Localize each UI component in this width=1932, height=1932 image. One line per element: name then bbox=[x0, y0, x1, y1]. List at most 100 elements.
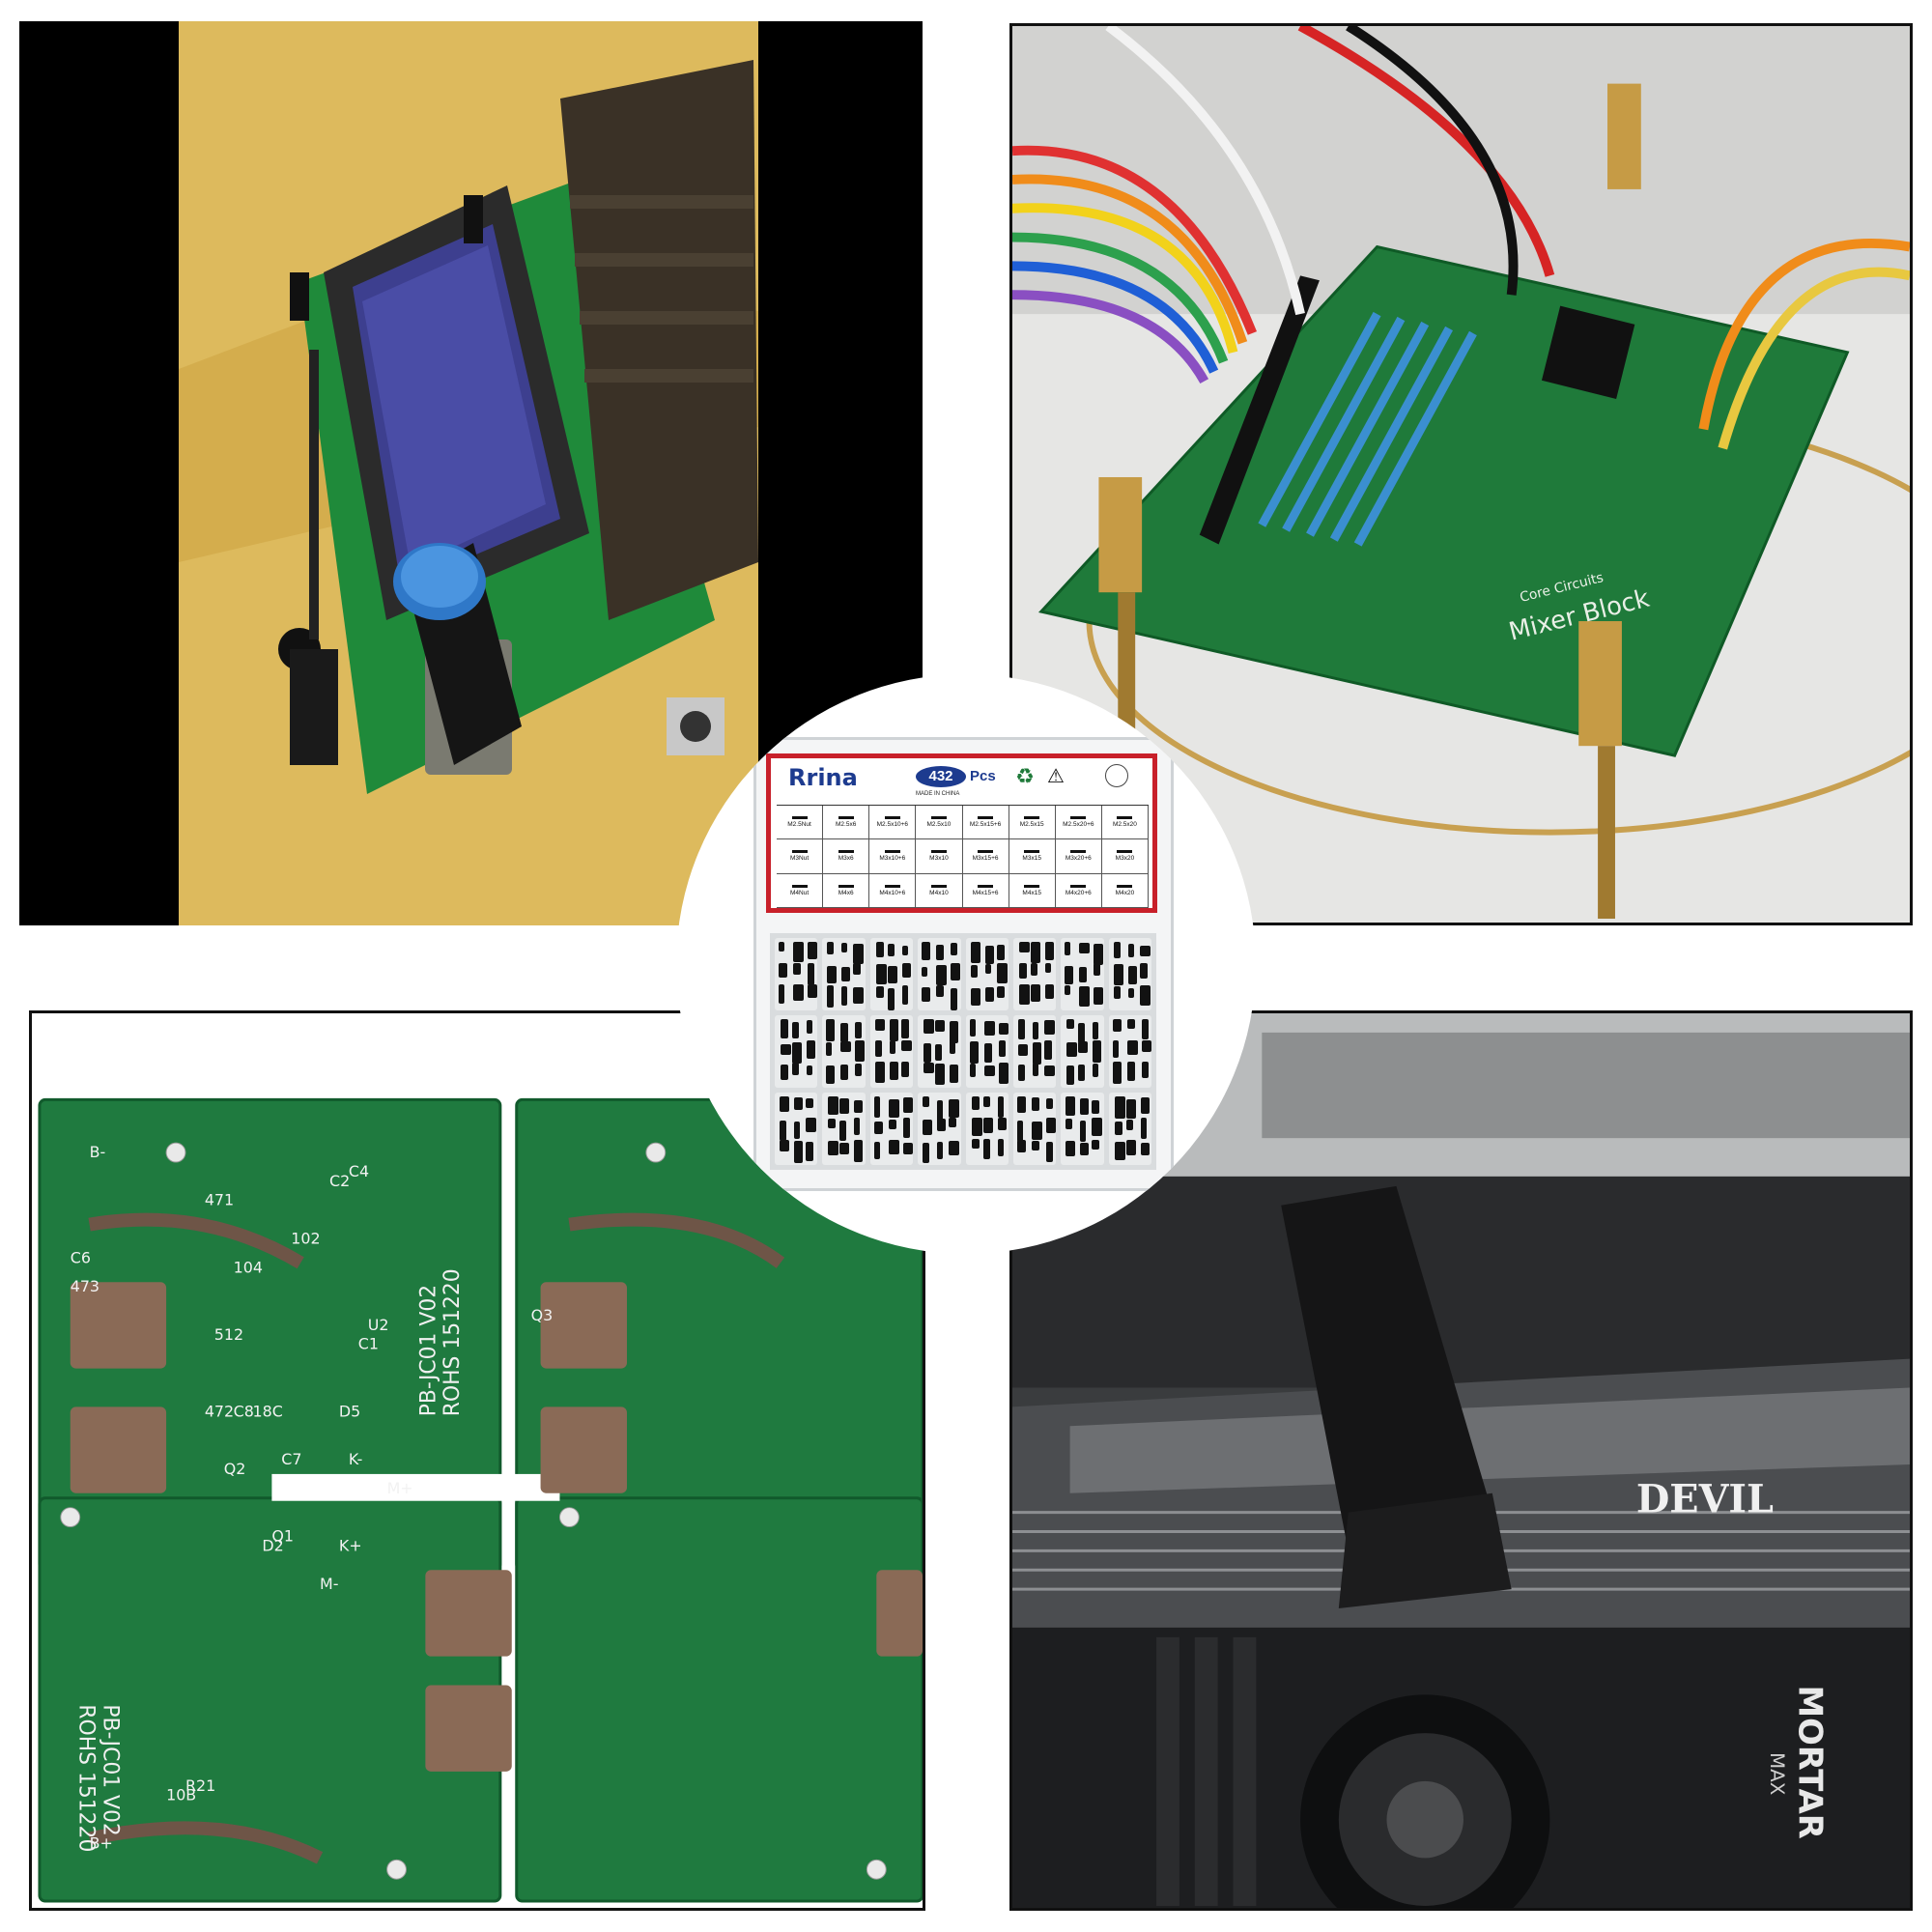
silkscreen-ref: C4 bbox=[349, 1162, 369, 1180]
tray-bin bbox=[1012, 1015, 1057, 1088]
silkscreen-ref: C7 bbox=[281, 1450, 301, 1468]
spec-cell: M3x6 bbox=[823, 839, 870, 874]
silkscreen-ref: Q2 bbox=[224, 1460, 246, 1478]
tray-bin bbox=[965, 1015, 1009, 1088]
spec-cell: M2.5x15+6 bbox=[962, 806, 1009, 840]
standoff-shape-icon bbox=[930, 884, 947, 888]
standoff-shape-icon bbox=[1070, 816, 1087, 820]
standoff-shape-icon bbox=[791, 850, 808, 854]
standoff-shape-icon bbox=[791, 884, 808, 888]
spec-cell: M3x15 bbox=[1009, 839, 1056, 874]
tray-bin bbox=[965, 938, 1009, 1010]
spec-cell: M2.5x15 bbox=[1009, 806, 1056, 840]
standoff-shape-icon bbox=[884, 884, 900, 888]
silkscreen-ref: B+ bbox=[90, 1833, 113, 1852]
silkscreen-ref: 10B bbox=[166, 1786, 196, 1804]
spec-cell: M4x15+6 bbox=[962, 873, 1009, 908]
tray-bin bbox=[822, 938, 866, 1010]
spec-cell: M3x10 bbox=[916, 839, 963, 874]
made-in-text: MADE IN CHINA bbox=[916, 791, 960, 797]
standoff-shape-icon bbox=[838, 816, 854, 820]
parts-tray bbox=[770, 933, 1156, 1170]
tray-bin bbox=[918, 938, 961, 1010]
standoff-shape-icon bbox=[791, 816, 808, 820]
tray-bin bbox=[965, 1093, 1009, 1165]
spec-label: M4x10+6 bbox=[879, 889, 906, 896]
tray-bin bbox=[1012, 1093, 1057, 1165]
tray-bin bbox=[1108, 1093, 1151, 1165]
standoff-shape-icon bbox=[1070, 850, 1087, 854]
spec-label: M2.5Nut bbox=[787, 821, 811, 829]
silkscreen-ref: C2 bbox=[329, 1172, 350, 1190]
standoff-shape-icon bbox=[1024, 816, 1040, 820]
spec-cell: M4Nut bbox=[777, 873, 824, 908]
silkscreen-ref: Q3 bbox=[531, 1306, 554, 1324]
silkscreen-ref: 472 bbox=[205, 1402, 234, 1420]
spec-cell: M3Nut bbox=[777, 839, 824, 874]
spec-cell: M3x20+6 bbox=[1055, 839, 1102, 874]
spec-cell: M2.5x10+6 bbox=[869, 806, 917, 840]
cooler-sub-text: MAX bbox=[1766, 1752, 1788, 1795]
spec-label: M4Nut bbox=[789, 889, 810, 896]
recycle-icon: ♻ bbox=[1015, 764, 1035, 788]
silkscreen-ref: 473 bbox=[71, 1277, 99, 1295]
cooler-label-text: MORTAR bbox=[1792, 1685, 1830, 1838]
spec-label: M2.5x20+6 bbox=[1063, 821, 1094, 829]
silkscreen-ref: Q1 bbox=[271, 1526, 294, 1545]
spec-cell: M4x10+6 bbox=[869, 873, 917, 908]
spec-label: M3Nut bbox=[789, 855, 810, 863]
standoff-shape-icon bbox=[838, 850, 854, 854]
spec-label: M4x15 bbox=[1022, 889, 1041, 896]
silkscreen-ref: D5 bbox=[339, 1402, 360, 1420]
tray-bin bbox=[775, 938, 818, 1010]
spec-label: M2.5x15+6 bbox=[969, 821, 1002, 829]
standoff-shape-icon bbox=[838, 884, 854, 888]
standoff-shape-icon bbox=[978, 850, 994, 854]
spec-label: M2.5x10+6 bbox=[876, 821, 908, 829]
piece-count-badge: 432 bbox=[916, 766, 966, 787]
spec-label: M2.5x6 bbox=[836, 821, 857, 829]
photo-lcd-module bbox=[19, 21, 923, 925]
tray-bin bbox=[869, 1093, 914, 1165]
spec-label: M4x15+6 bbox=[972, 889, 999, 896]
silkscreen-ref: K+ bbox=[339, 1536, 362, 1554]
tray-bin bbox=[1061, 938, 1104, 1010]
age-icon bbox=[1105, 764, 1128, 787]
tray-bin bbox=[1108, 938, 1151, 1010]
lcd-module-illustration bbox=[19, 21, 923, 925]
silkscreen-ref: K- bbox=[349, 1450, 362, 1468]
silkscreen-ref: M- bbox=[320, 1575, 338, 1593]
tray-bin bbox=[775, 1093, 818, 1165]
spec-cell: M4x6 bbox=[823, 873, 870, 908]
silkscreen-ref: U2 bbox=[368, 1316, 389, 1334]
spec-cell: M4x20+6 bbox=[1055, 873, 1102, 908]
spec-label: M3x10 bbox=[929, 855, 949, 863]
spec-label: M2.5x20 bbox=[1112, 821, 1137, 829]
standoff-shape-icon bbox=[930, 850, 947, 854]
standoff-shape-icon bbox=[1024, 850, 1040, 854]
spec-cell: M4x20 bbox=[1101, 873, 1149, 908]
spec-label: M3x20+6 bbox=[1065, 855, 1092, 863]
board-label-a-flipped: PB-JC01 V02 bbox=[99, 1704, 123, 1835]
spec-cell: M2.5x20 bbox=[1101, 806, 1149, 840]
spec-cell: M2.5x20+6 bbox=[1055, 806, 1102, 840]
spec-cell: M3x15+6 bbox=[962, 839, 1009, 874]
warning-icon: ⚠ bbox=[1047, 766, 1065, 787]
tray-bin bbox=[918, 1093, 961, 1165]
spec-cell: M3x20 bbox=[1101, 839, 1149, 874]
standoff-shape-icon bbox=[1070, 884, 1087, 888]
piece-unit: Pcs bbox=[970, 768, 996, 784]
silkscreen-ref: M+ bbox=[387, 1479, 413, 1497]
tray-bin bbox=[869, 1015, 914, 1088]
tray-bin bbox=[822, 1093, 866, 1165]
spec-cell: M4x15 bbox=[1009, 873, 1056, 908]
silkscreen-ref: C6 bbox=[71, 1248, 91, 1266]
tray-bin bbox=[918, 1015, 961, 1088]
tray-bin bbox=[869, 938, 914, 1010]
standoff-shape-icon bbox=[1024, 884, 1040, 888]
spec-label: M4x20 bbox=[1115, 889, 1135, 896]
board-label-a: PB-JC01 V02 bbox=[416, 1285, 440, 1416]
standoff-shape-icon bbox=[1117, 850, 1133, 854]
